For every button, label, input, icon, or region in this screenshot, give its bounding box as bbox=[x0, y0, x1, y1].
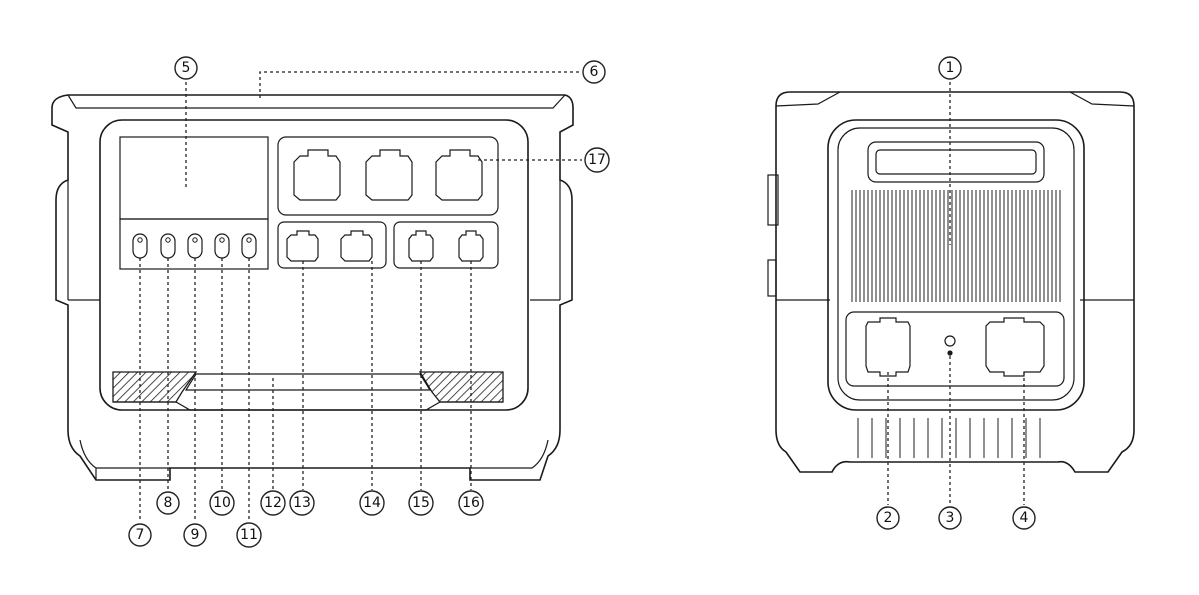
outlet-14 bbox=[340, 230, 373, 262]
callout-14: 14 bbox=[359, 490, 385, 516]
callout-16: 16 bbox=[458, 490, 484, 516]
lcd-display bbox=[119, 136, 269, 220]
side-handle-grip bbox=[875, 149, 1037, 175]
front-leaders bbox=[139, 71, 582, 522]
outlet-13 bbox=[286, 230, 319, 262]
button-8 bbox=[160, 233, 176, 259]
svg-text:13: 13 bbox=[293, 495, 311, 511]
side-view bbox=[767, 91, 1135, 473]
callout-10: 10 bbox=[209, 490, 235, 516]
port-2 bbox=[865, 317, 911, 377]
side-top-left-corner bbox=[775, 91, 841, 107]
ac-outlet-3 bbox=[435, 149, 483, 201]
button-10 bbox=[214, 233, 230, 259]
ac-outlets bbox=[293, 149, 483, 201]
front-left-foot-curve bbox=[79, 439, 170, 469]
callout-12: 12 bbox=[260, 490, 286, 516]
svg-text:14: 14 bbox=[363, 495, 381, 511]
side-panel-inner bbox=[837, 127, 1075, 401]
dc-outlet-group-right bbox=[393, 221, 499, 269]
front-view bbox=[51, 94, 574, 481]
outlet-16 bbox=[458, 230, 484, 262]
svg-text:2: 2 bbox=[884, 510, 893, 526]
side-handle bbox=[867, 141, 1045, 183]
outlet-15 bbox=[408, 230, 434, 262]
svg-text:12: 12 bbox=[264, 495, 282, 511]
side-top-right-corner bbox=[1069, 91, 1135, 107]
lead-6 bbox=[259, 71, 580, 98]
button-strip bbox=[119, 218, 269, 270]
bottom-panel-curve bbox=[113, 401, 503, 411]
callout-13: 13 bbox=[289, 490, 315, 516]
side-leaders bbox=[887, 82, 1025, 505]
svg-text:4: 4 bbox=[1020, 510, 1029, 526]
callout-8: 8 bbox=[156, 491, 180, 515]
callout-2: 2 bbox=[876, 506, 900, 530]
bottom-vents bbox=[857, 418, 1041, 458]
front-callouts: 5 6 17 7 8 9 10 11 12 13 14 15 16 bbox=[128, 56, 610, 548]
svg-text:5: 5 bbox=[182, 60, 191, 76]
reset-hole bbox=[944, 335, 956, 347]
callout-9: 9 bbox=[183, 523, 207, 547]
svg-text:9: 9 bbox=[191, 527, 200, 543]
side-handle-tab bbox=[767, 174, 779, 226]
callout-7: 7 bbox=[128, 523, 152, 547]
svg-text:8: 8 bbox=[164, 495, 173, 511]
callout-5: 5 bbox=[174, 56, 198, 80]
button-7 bbox=[132, 233, 148, 259]
dc-outlet-group-left bbox=[277, 221, 387, 269]
callout-6: 6 bbox=[582, 60, 606, 84]
hatch-left bbox=[112, 371, 198, 403]
side-panel bbox=[827, 119, 1085, 411]
callout-3: 3 bbox=[938, 506, 962, 530]
callout-17: 17 bbox=[584, 147, 610, 173]
front-panel bbox=[99, 119, 529, 411]
svg-text:3: 3 bbox=[946, 510, 955, 526]
side-body-outline bbox=[775, 91, 1135, 473]
ac-outlet-group bbox=[277, 136, 499, 216]
callout-11: 11 bbox=[236, 522, 262, 548]
side-handle-tab-lower bbox=[767, 259, 777, 297]
side-callouts: 1 2 3 4 bbox=[876, 56, 1036, 530]
front-body-outline bbox=[51, 94, 574, 481]
indicator-led bbox=[947, 350, 953, 356]
svg-text:10: 10 bbox=[213, 495, 231, 511]
callout-4: 4 bbox=[1012, 506, 1036, 530]
svg-text:6: 6 bbox=[590, 64, 599, 80]
ac-outlet-2 bbox=[365, 149, 413, 201]
svg-text:7: 7 bbox=[136, 527, 145, 543]
svg-text:16: 16 bbox=[462, 495, 480, 511]
callout-1: 1 bbox=[938, 56, 962, 80]
callout-15: 15 bbox=[408, 490, 434, 516]
svg-text:15: 15 bbox=[412, 495, 430, 511]
control-buttons bbox=[132, 233, 257, 259]
front-top-left-edge bbox=[51, 124, 69, 133]
side-port-panel bbox=[845, 311, 1065, 387]
svg-text:1: 1 bbox=[946, 60, 955, 76]
light-bar bbox=[184, 373, 432, 391]
svg-text:11: 11 bbox=[240, 527, 258, 543]
button-9 bbox=[187, 233, 203, 259]
front-right-foot-curve bbox=[470, 439, 549, 469]
svg-text:17: 17 bbox=[588, 152, 606, 168]
ac-outlet-1 bbox=[293, 149, 341, 201]
ventilation-grille bbox=[851, 190, 1061, 302]
hatch-right bbox=[418, 371, 504, 403]
front-top-lip bbox=[67, 94, 566, 109]
port-4 bbox=[985, 317, 1045, 377]
button-11 bbox=[241, 233, 257, 259]
